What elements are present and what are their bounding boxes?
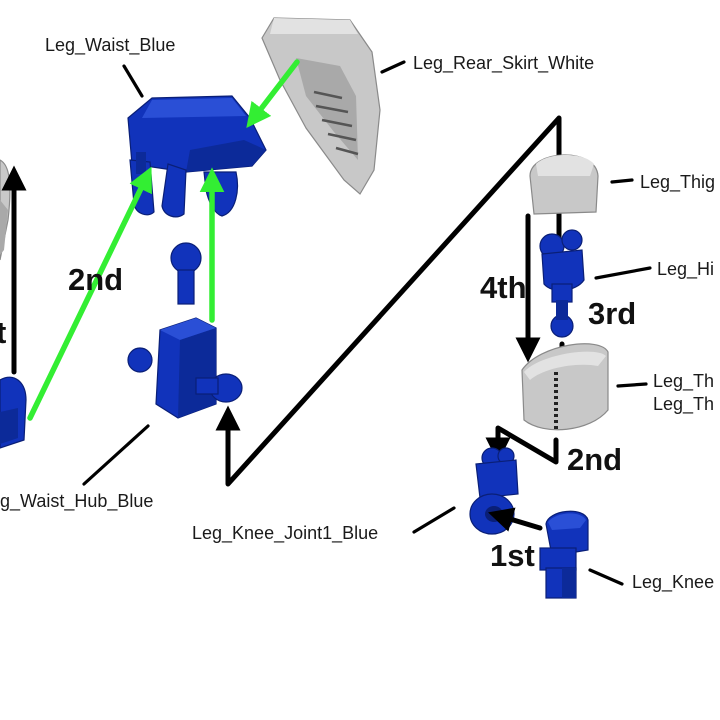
label-rear-skirt: Leg_Rear_Skirt_White: [413, 53, 594, 74]
label-hip: Leg_Hi: [657, 259, 714, 280]
label-lower-thigh-b: Leg_Th: [653, 394, 714, 415]
step-4th: 4th: [480, 270, 527, 305]
thigh-leader-line: [610, 178, 634, 184]
rear-skirt-leader-line: [380, 60, 406, 74]
lower-thigh-leader-line: [616, 382, 648, 388]
knee-joint-leader-line: [412, 506, 456, 534]
waist-hub-leader-line: [82, 424, 150, 486]
thigh-part: [529, 154, 599, 215]
hip-leader-line: [594, 266, 652, 280]
label-lower-thigh-a: Leg_Th: [653, 371, 714, 392]
label-thigh: Leg_Thig: [640, 172, 715, 193]
rear-skirt-part: [261, 17, 381, 195]
step-2nd: 2nd: [567, 442, 622, 477]
knee-leader-line: [588, 568, 624, 586]
green-arrow-skirt-to-waist: [246, 59, 300, 129]
black-arrow-2nd: [485, 425, 559, 465]
step-3rd: 3rd: [588, 296, 636, 331]
step-1st: 1st: [490, 538, 535, 573]
knee-part: [539, 510, 589, 599]
label-leg-waist: Leg_Waist_Blue: [45, 35, 175, 56]
step-left-cut: t: [0, 315, 6, 350]
hip-part: [539, 229, 585, 338]
label-knee: Leg_Knee: [632, 572, 714, 593]
step-left-2nd: 2nd: [68, 262, 123, 297]
waist-leader-line: [122, 64, 144, 98]
leg-waist-part: [127, 95, 267, 218]
left-cut-gray-part: [0, 159, 11, 261]
green-arrow-left-to-waist: [27, 166, 152, 421]
left-cut-blue-part: [0, 376, 27, 449]
lower-thigh-part: [521, 343, 609, 431]
label-knee-joint: Leg_Knee_Joint1_Blue: [192, 523, 378, 544]
label-waist-hub: g_Waist_Hub_Blue: [0, 491, 153, 512]
black-arrow-1st: [488, 507, 543, 532]
waist-hub-part: [127, 242, 243, 419]
